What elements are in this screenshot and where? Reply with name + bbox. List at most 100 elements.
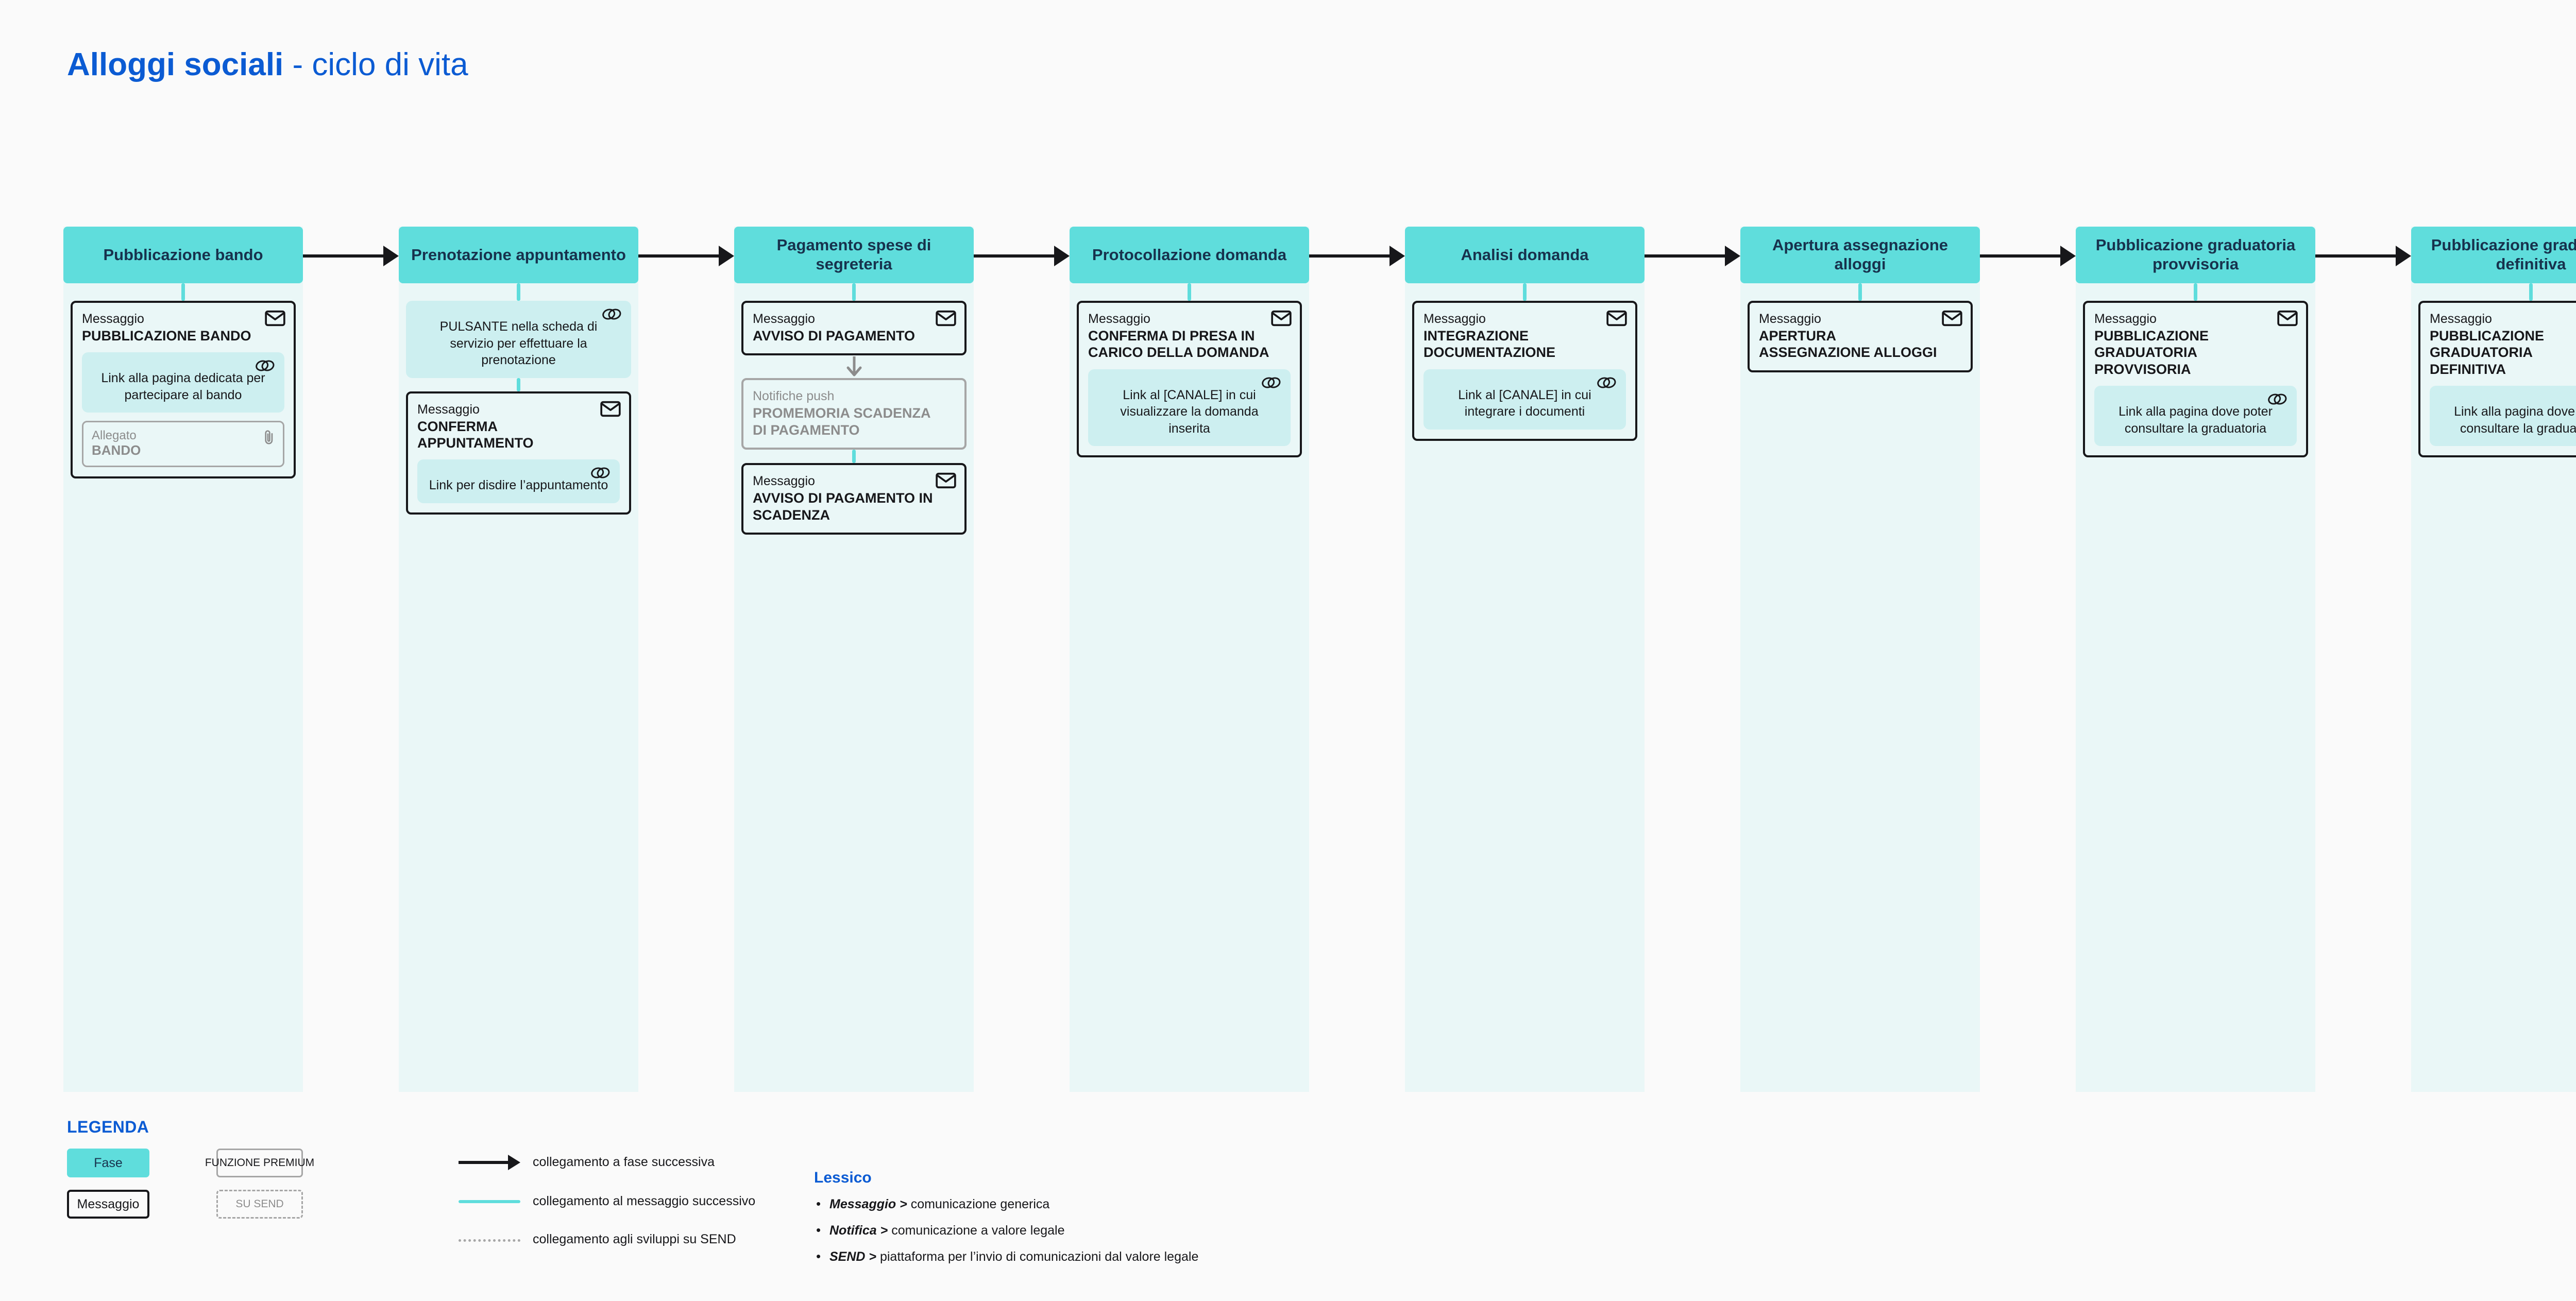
- link-chip-label: Link alla pagina dove poter consultare l…: [2119, 404, 2273, 436]
- message-connector-line: [517, 378, 520, 391]
- attachment-kind-label: Allegato: [92, 429, 137, 443]
- legend-swatch-label: SU SEND: [216, 1190, 303, 1219]
- phase-header[interactable]: Apertura assegnazione alloggi: [1740, 227, 1980, 283]
- lessico-definition: piattaforma per l’invio di comunicazioni…: [879, 1249, 1199, 1264]
- message-connector-line: [852, 450, 856, 464]
- card-title: PUBBLICAZIONE GRADUATORIA DEFINITIVA: [2430, 328, 2544, 377]
- phase-transition-arrow-icon: [974, 246, 1070, 266]
- phase-transition-arrow-icon: [303, 246, 399, 266]
- card-title: AVVISO DI PAGAMENTO: [753, 328, 916, 344]
- phase-header[interactable]: Protocollazione domanda: [1070, 227, 1309, 283]
- phase-label: Prenotazione appuntamento: [411, 245, 626, 264]
- legend-swatch-send: SU SEND: [216, 1190, 303, 1219]
- card-kind-label: Messaggio: [1423, 312, 1486, 326]
- message-connector-line: [181, 283, 185, 301]
- legend-connector-sample-icon: [459, 1154, 520, 1170]
- link-chip[interactable]: Link alla pagina dove poter consultare l…: [2094, 386, 2297, 447]
- link-chain-icon: [601, 307, 622, 321]
- action-chip-label: PULSANTE nella scheda di servizio per ef…: [439, 319, 598, 367]
- card-kind-label: Messaggio: [753, 312, 815, 326]
- envelope-icon: [265, 310, 285, 327]
- phase-header[interactable]: Pubblicazione graduatoria provvisoria: [2076, 227, 2315, 283]
- legend-swatch-label: FUNZIONE PREMIUM: [205, 1149, 314, 1177]
- phase-header[interactable]: Pubblicazione bando: [63, 227, 303, 283]
- card-title: CONFERMA DI PRESA IN CARICO DELLA DOMAND…: [1088, 328, 1269, 361]
- phase-label: Pubblicazione graduatoria definitiva: [2431, 236, 2576, 273]
- envelope-icon: [1606, 310, 1627, 327]
- link-chip-label: Link alla pagina dove poter consultare l…: [2454, 404, 2576, 436]
- link-chip[interactable]: Link alla pagina dedicata per partecipar…: [82, 352, 284, 413]
- phase-transition-arrow-icon: [2315, 246, 2411, 266]
- phase-label: Pubblicazione graduatoria provvisoria: [2095, 236, 2296, 273]
- gray-down-arrow-icon: [741, 355, 967, 378]
- card-title: PUBBLICAZIONE GRADUATORIA PROVVISORIA: [2094, 328, 2209, 377]
- phase-column: Pubblicazione graduatoria definitivaMess…: [2411, 227, 2576, 1092]
- card-title: APERTURA ASSEGNAZIONE ALLOGGI: [1759, 328, 1937, 361]
- lessico-definition: comunicazione a valore legale: [891, 1223, 1065, 1238]
- card-kind-label: Messaggio: [2430, 312, 2492, 326]
- link-chain-icon: [1596, 375, 1617, 390]
- link-chip[interactable]: Link al [CANALE] in cui visualizzare la …: [1088, 369, 1291, 447]
- phase-transition-arrow-icon: [638, 246, 734, 266]
- link-chain-icon: [255, 358, 275, 373]
- card-title: CONFERMA APPUNTAMENTO: [417, 418, 534, 451]
- phase-header[interactable]: Pubblicazione graduatoria definitiva: [2411, 227, 2576, 283]
- card-kind-label: Messaggio: [82, 312, 144, 326]
- link-chip[interactable]: Link per disdire l’appuntamento: [417, 459, 620, 503]
- card-kind-label: Notifiche push: [753, 389, 835, 404]
- lessico-item: SEND > piattaforma per l’invio di comuni…: [814, 1249, 1199, 1264]
- legend-swatch-label: Messaggio: [67, 1190, 149, 1219]
- phase-header[interactable]: Prenotazione appuntamento: [399, 227, 638, 283]
- lessico-separator: >: [865, 1249, 880, 1264]
- legend-connector-label: collegamento a fase successiva: [533, 1155, 715, 1169]
- message-connector-line: [1188, 283, 1191, 301]
- card-kind-label: Messaggio: [2094, 312, 2157, 326]
- card-title: PROMEMORIA SCADENZA DI PAGAMENTO: [753, 405, 930, 438]
- phase-label: Apertura assegnazione alloggi: [1772, 236, 1948, 273]
- lessico-separator: >: [876, 1223, 892, 1238]
- phase-header[interactable]: Analisi domanda: [1405, 227, 1645, 283]
- phase-label: Pagamento spese di segreteria: [776, 236, 931, 273]
- action-chip[interactable]: PULSANTE nella scheda di servizio per ef…: [406, 301, 631, 378]
- legend-connector-label: collegamento agli sviluppi su SEND: [533, 1232, 736, 1246]
- page-title-light: - ciclo di vita: [283, 47, 468, 82]
- attachment-name: BANDO: [92, 442, 141, 458]
- link-chip[interactable]: Link alla pagina dove poter consultare l…: [2430, 386, 2576, 447]
- link-chip-label: Link al [CANALE] in cui visualizzare la …: [1120, 387, 1259, 436]
- paperclip-icon: [262, 429, 276, 446]
- legend-connector-sample-icon: [459, 1196, 520, 1207]
- legend-connector-label: collegamento al messaggio successivo: [533, 1194, 756, 1208]
- card-title: INTEGRAZIONE DOCUMENTAZIONE: [1423, 328, 1555, 361]
- message-connector-line: [517, 283, 520, 301]
- link-chip[interactable]: Link al [CANALE] in cui integrare i docu…: [1423, 369, 1626, 430]
- message-connector-line: [2194, 283, 2197, 301]
- link-chip-label: Link per disdire l’appuntamento: [429, 478, 608, 493]
- lessico-item: Messaggio > comunicazione generica: [814, 1197, 1198, 1211]
- lessico-item: Notifica > comunicazione a valore legale: [814, 1223, 1198, 1238]
- card-kind-label: Messaggio: [1759, 312, 1821, 326]
- link-chain-icon: [1261, 375, 1281, 390]
- phase-header[interactable]: Pagamento spese di segreteria: [734, 227, 974, 283]
- legend-connector-dotted: collegamento agli sviluppi su SEND: [459, 1232, 736, 1247]
- phase-transition-arrow-icon: [1309, 246, 1405, 266]
- card-kind-label: Messaggio: [417, 402, 480, 417]
- envelope-icon: [2277, 310, 2298, 327]
